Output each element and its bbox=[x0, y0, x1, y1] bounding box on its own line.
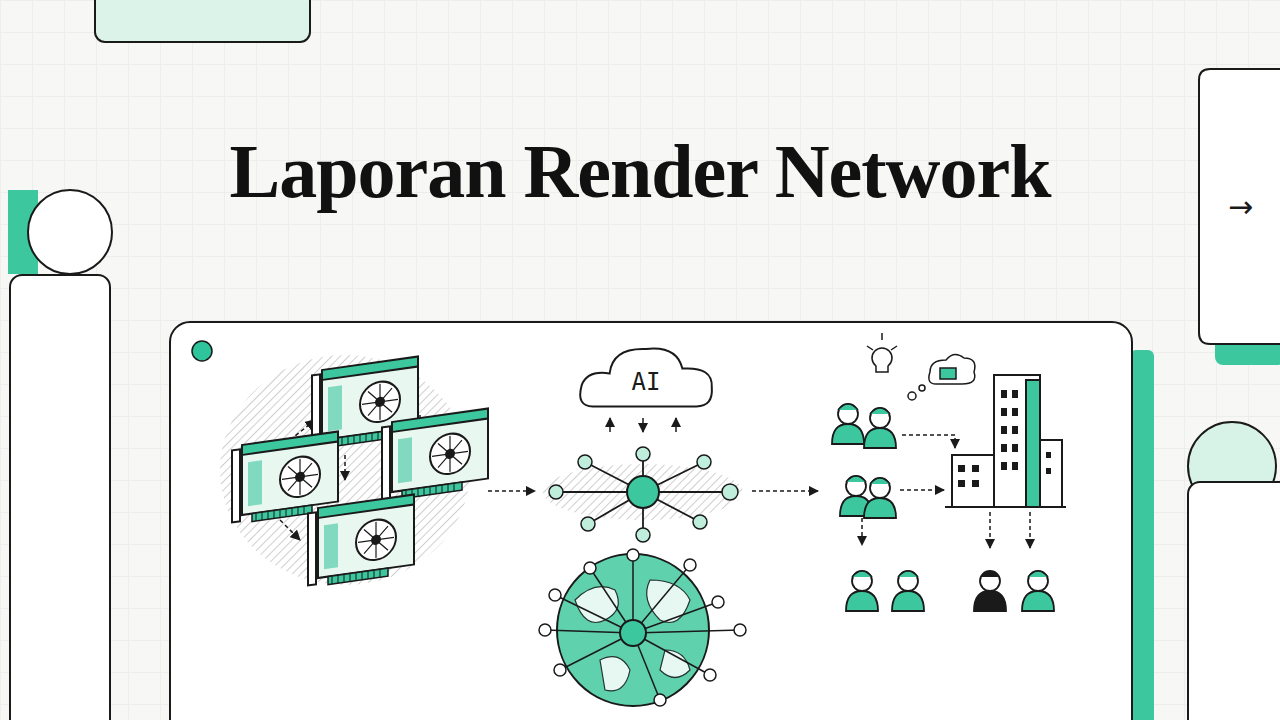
drawing-use bbox=[1022, 571, 1054, 611]
drawing-rect bbox=[1046, 452, 1051, 458]
drawing-rect bbox=[1012, 462, 1018, 470]
cloud-shape bbox=[580, 349, 712, 407]
drawing-use bbox=[832, 404, 864, 444]
drawing-path bbox=[280, 520, 300, 540]
drawing-circle bbox=[192, 341, 212, 361]
drawing-path bbox=[989, 512, 991, 548]
node-label: AI bbox=[632, 368, 661, 396]
drawing-circle bbox=[654, 694, 666, 706]
drawing-path bbox=[900, 489, 944, 491]
drawing-rect bbox=[1188, 482, 1280, 720]
drawing-path bbox=[867, 333, 897, 350]
drawing-rect bbox=[1026, 380, 1040, 507]
drawing-circle bbox=[908, 392, 916, 400]
drawing-rect bbox=[958, 465, 965, 472]
drawing-use bbox=[846, 571, 878, 611]
drawing-path bbox=[872, 348, 892, 372]
drawing-path bbox=[752, 490, 818, 492]
drawing-rect bbox=[1012, 444, 1018, 452]
drawing-circle bbox=[684, 559, 696, 571]
drawing-circle bbox=[554, 664, 566, 676]
node-label: → bbox=[1228, 189, 1253, 224]
drawing-path bbox=[642, 418, 644, 432]
drawing-circle bbox=[693, 515, 707, 529]
drawing-rect bbox=[972, 465, 979, 472]
drawing-rect bbox=[1001, 462, 1007, 470]
drawing-rect bbox=[1040, 440, 1062, 507]
drawing-rect bbox=[1046, 468, 1051, 474]
drawing-rect bbox=[952, 455, 994, 507]
drawing-g bbox=[958, 390, 1051, 487]
drawing-rect bbox=[10, 275, 110, 720]
page-title: Laporan Render Network bbox=[0, 128, 1280, 215]
drawing-rect bbox=[1001, 426, 1007, 434]
drawing-rect bbox=[1012, 390, 1018, 398]
drawing-path bbox=[675, 418, 677, 432]
drawing-circle bbox=[636, 528, 650, 542]
drawing-circle bbox=[620, 620, 646, 646]
drawing-circle bbox=[627, 549, 639, 561]
drawing-circle bbox=[704, 669, 716, 681]
drawing-circle bbox=[549, 589, 561, 601]
drawing-g bbox=[545, 555, 740, 700]
drawing-path bbox=[902, 435, 955, 448]
drawing-rect bbox=[1012, 408, 1018, 416]
drawing-rect bbox=[1130, 350, 1154, 720]
drawing-line bbox=[633, 630, 740, 633]
drawing-g bbox=[549, 447, 738, 542]
drawing-use bbox=[308, 495, 414, 588]
drawing-circle bbox=[557, 554, 709, 706]
drawing-rect bbox=[994, 375, 1040, 507]
drawing-g bbox=[867, 333, 975, 400]
drawing-circle bbox=[722, 484, 738, 500]
drawing-circle bbox=[712, 596, 724, 608]
drawing-use bbox=[892, 571, 924, 611]
drawing-rect bbox=[972, 480, 979, 487]
drawing-path bbox=[929, 354, 975, 384]
drawing-rect bbox=[940, 368, 956, 379]
drawing-rect bbox=[1001, 408, 1007, 416]
cloud-node: AI bbox=[576, 342, 716, 412]
drawing-rect bbox=[170, 322, 1132, 720]
card-shape bbox=[1199, 69, 1280, 344]
drawing-circle bbox=[697, 455, 711, 469]
drawing-g bbox=[556, 454, 730, 535]
drawing-circle bbox=[584, 562, 596, 574]
drawing-path bbox=[488, 490, 535, 492]
drawing-g bbox=[610, 418, 676, 432]
next-card: → bbox=[1198, 68, 1280, 345]
drawing-use bbox=[974, 571, 1006, 611]
drawing-path bbox=[1029, 512, 1031, 548]
drawing-use bbox=[382, 409, 488, 502]
drawing-circle bbox=[627, 476, 659, 508]
drawing-g bbox=[539, 549, 746, 706]
drawing-circle bbox=[581, 517, 595, 531]
drawing-circle bbox=[636, 447, 650, 461]
drawing-circle bbox=[578, 455, 592, 469]
drawing-rect bbox=[1001, 444, 1007, 452]
drawing-circle bbox=[549, 485, 563, 499]
drawing-circle bbox=[919, 385, 925, 391]
drawing-path bbox=[609, 418, 611, 432]
drawing-rect bbox=[1012, 426, 1018, 434]
drawing-rect bbox=[1001, 390, 1007, 398]
drawing-path bbox=[344, 455, 346, 480]
drawing-rect bbox=[95, 0, 310, 42]
drawing-circle bbox=[28, 190, 112, 274]
drawing-path bbox=[861, 518, 863, 545]
drawing-use bbox=[864, 408, 896, 448]
drawing-circle bbox=[734, 624, 746, 636]
drawing-rect bbox=[958, 480, 965, 487]
drawing-use bbox=[864, 478, 896, 518]
drawing-line bbox=[945, 506, 1066, 508]
drawing-g bbox=[945, 375, 1066, 507]
drawing-circle bbox=[539, 624, 551, 636]
